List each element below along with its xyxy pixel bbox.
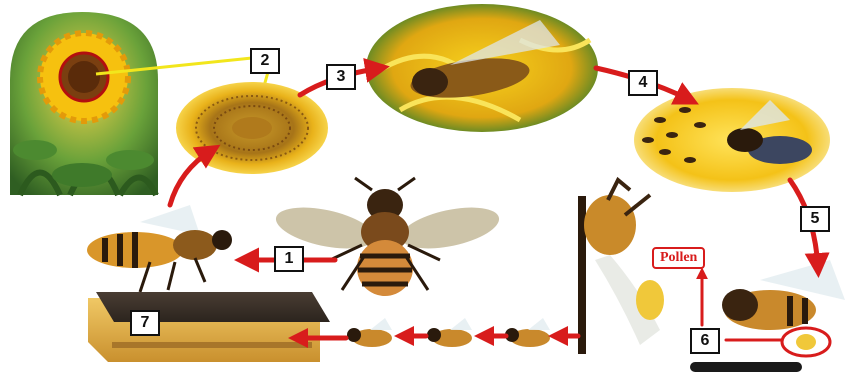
sunflower-field-image [10, 12, 158, 195]
sunflower-head [40, 33, 128, 121]
small-bee-3 [505, 318, 550, 347]
bee-leg-closeup-image [578, 180, 664, 354]
step-label-7: 7 [130, 310, 160, 336]
step-label-6: 6 [690, 328, 720, 354]
small-bee-1 [347, 318, 392, 347]
beehive-image [88, 292, 330, 362]
step-label-3: 3 [326, 64, 356, 90]
bee-on-flower-image [366, 4, 598, 132]
bottom-bar [690, 362, 802, 372]
pollen-label: Pollen [652, 247, 705, 269]
step-label-2: 2 [250, 48, 280, 74]
illustrated-bee [272, 178, 502, 296]
step-label-1: 1 [274, 246, 304, 272]
step-label-4: 4 [628, 70, 658, 96]
flying-bee-image [87, 205, 232, 292]
bee-pollinating-image [634, 88, 830, 192]
small-bee-2 [427, 318, 472, 347]
bee-with-pollen-image [722, 260, 845, 356]
step-label-5: 5 [800, 206, 830, 232]
